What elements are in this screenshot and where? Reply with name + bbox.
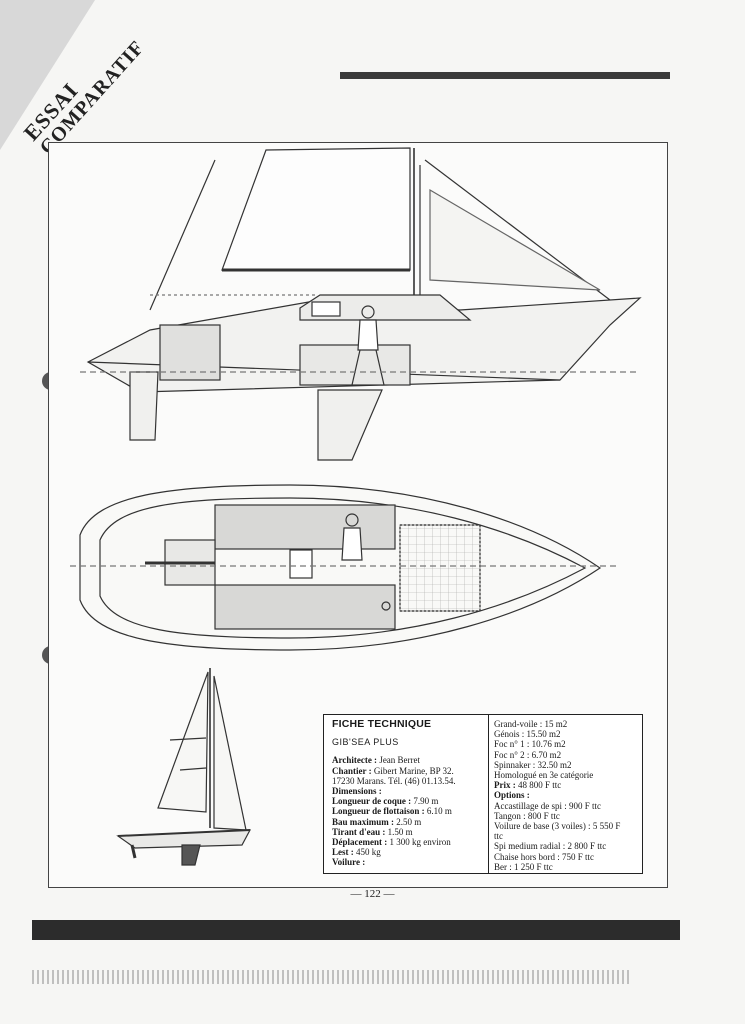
- fiche-line: ttc: [494, 831, 503, 842]
- fiche-line: Grand-voile : 15 m2: [494, 719, 568, 729]
- fiche-model: GIB'SEA PLUS: [332, 737, 399, 748]
- fiche-line: Voilure :: [332, 857, 366, 868]
- page-number: — 122 —: [350, 888, 395, 900]
- sail-plan-drawing: [116, 668, 252, 866]
- fiche-line: Chantier : Gibert Marine, BP 32.: [332, 765, 454, 776]
- fiche-line: Longueur de flottaison : 6.10 m: [332, 806, 452, 817]
- folded-corner: [0, 0, 95, 150]
- fiche-line: 17230 Marans. Tél. (46) 01.13.54.: [332, 775, 456, 786]
- fiche-line: Spi medium radial : 2 800 F ttc: [494, 841, 607, 852]
- side-profile-drawing: [80, 147, 642, 461]
- fiche-left-column: FICHE TECHNIQUE GIB'SEA PLUS Architecte …: [332, 719, 490, 868]
- fiche-line: Déplacement : 1 300 kg environ: [332, 837, 451, 848]
- fiche-right-column: Grand-voile : 15 m2 Génois : 15.50 m2 Fo…: [494, 719, 639, 872]
- fiche-line: Génois : 15.50 m2: [494, 729, 561, 740]
- fiche-line: Spinnaker : 32.50 m2: [494, 759, 572, 770]
- fiche-divider: [488, 715, 489, 873]
- fiche-line: Bau maximum : 2.50 m: [332, 816, 422, 827]
- fiche-line: Accastillage de spi : 900 F ttc: [494, 800, 601, 811]
- fiche-title: FICHE TECHNIQUE: [332, 718, 432, 730]
- fiche-line: Longueur de coque : 7.90 m: [332, 796, 439, 807]
- header-rule: [340, 72, 670, 79]
- bottom-band: [32, 920, 680, 940]
- fiche-line: Tirant d'eau : 1.50 m: [332, 826, 413, 837]
- deck-plan-drawing: [70, 484, 620, 651]
- fiche-line: Homologué en 3e catégorie: [494, 770, 594, 781]
- fiche-line: Architecte : Jean Berret: [332, 755, 421, 766]
- fiche-line: Prix : 48 800 F ttc: [494, 780, 562, 791]
- scan-noise: [32, 970, 632, 984]
- fiche-line: Lest : 450 kg: [332, 847, 381, 858]
- fiche-line: Tangon : 800 F ttc: [494, 810, 560, 821]
- fiche-line: Ber : 1 250 F ttc: [494, 861, 553, 872]
- fiche-line: Options :: [494, 790, 530, 801]
- fiche-line: Chaise hors bord : 750 F ttc: [494, 851, 595, 862]
- fiche-line: Dimensions :: [332, 786, 382, 797]
- fiche-line: Voilure de base (3 voiles) : 5 550 F: [494, 821, 621, 832]
- fiche-technique-box: FICHE TECHNIQUE GIB'SEA PLUS Architecte …: [323, 714, 643, 874]
- fiche-line: Foc n° 1 : 10.76 m2: [494, 739, 566, 750]
- fiche-line: Foc n° 2 : 6.70 m2: [494, 749, 562, 760]
